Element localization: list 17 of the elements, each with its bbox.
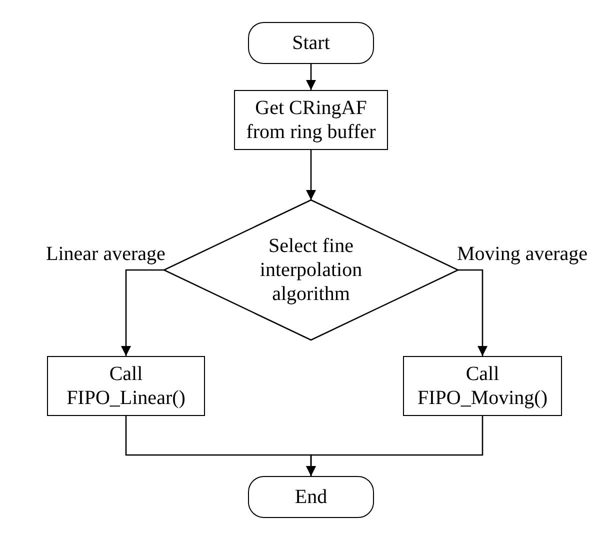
arrow	[458, 269, 488, 356]
node-text: Start	[292, 31, 330, 55]
node-text: Call FIPO_Linear()	[66, 362, 186, 410]
node-text: Select fine interpolation algorithm	[258, 234, 364, 306]
node-text: End	[294, 485, 328, 509]
node-text: Call FIPO_Moving()	[416, 362, 548, 410]
process-box	[403, 356, 562, 416]
decision-diamond	[164, 200, 458, 340]
arrow	[121, 269, 164, 356]
process-box	[234, 90, 388, 150]
node-text: Get CRingAF from ring buffer	[245, 96, 377, 144]
arrow	[306, 416, 484, 476]
process-box	[47, 356, 205, 416]
terminal-box	[248, 22, 374, 64]
arrow	[306, 64, 316, 90]
arrow	[306, 150, 316, 200]
terminal-box	[248, 476, 374, 518]
